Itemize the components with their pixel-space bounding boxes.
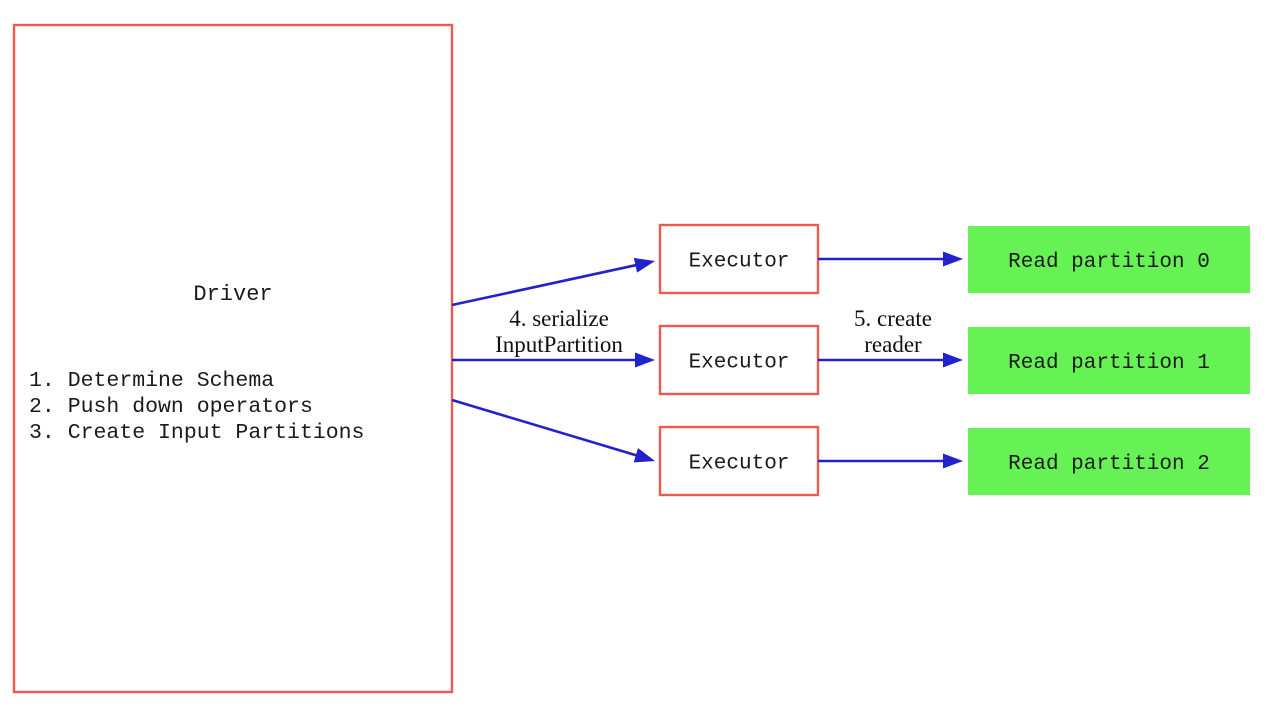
- edge-shaft: [451, 263, 639, 307]
- executor-node-2[interactable]: Executor: [658, 425, 820, 497]
- driver-label: Driver: [193, 282, 272, 307]
- partition-box-1: [968, 327, 1250, 394]
- partition-label-1: Read partition 1: [1008, 352, 1210, 375]
- executor-label-2: Executor: [689, 453, 790, 476]
- edge-arrowhead-icon: [633, 257, 655, 273]
- partition-node-0[interactable]: Read partition 0: [968, 226, 1250, 293]
- edge-arrowhead-icon: [635, 352, 655, 368]
- partition-node-1[interactable]: Read partition 1: [968, 327, 1250, 394]
- edge-label-serialize: 4. serialize InputPartition: [495, 306, 623, 357]
- executor-box-2: [658, 425, 820, 497]
- driver-step-3: 3. Create Input Partitions: [29, 421, 364, 445]
- executor-label-1: Executor: [689, 352, 790, 375]
- partition-node-2[interactable]: Read partition 2: [968, 428, 1250, 495]
- executor-node-1[interactable]: Executor: [658, 324, 820, 396]
- edge-arrowhead-icon: [943, 251, 963, 267]
- driver-step-2: 2. Push down operators: [29, 395, 313, 419]
- edge-arrowhead-icon: [943, 453, 963, 469]
- edge-label-serialize-line-2: InputPartition: [495, 332, 623, 357]
- partition-label-0: Read partition 0: [1008, 251, 1210, 274]
- driver-to-executor-edges: [451, 257, 655, 463]
- partition-box-0: [968, 226, 1250, 293]
- executor-box-1: [658, 324, 820, 396]
- edge-label-create-reader: 5. create reader: [854, 306, 932, 357]
- edge-arrowhead-icon: [633, 448, 655, 463]
- edge-shaft: [451, 398, 640, 458]
- executor-to-partition-edges: [818, 251, 963, 469]
- driver-node[interactable]: Driver 1. Determine Schema 2. Push down …: [12, 23, 454, 694]
- executor-node-0[interactable]: Executor: [658, 223, 820, 295]
- edge-label-serialize-line-1: 4. serialize: [509, 306, 609, 331]
- driver-box: [12, 23, 454, 694]
- executor-label-0: Executor: [689, 251, 790, 274]
- driver-step-1: 1. Determine Schema: [29, 369, 274, 393]
- partition-box-2: [968, 428, 1250, 495]
- edge-arrowhead-icon: [943, 352, 963, 368]
- edge-label-create-reader-line-1: 5. create: [854, 306, 932, 331]
- partition-label-2: Read partition 2: [1008, 453, 1210, 476]
- edge-label-create-reader-line-2: reader: [864, 332, 922, 357]
